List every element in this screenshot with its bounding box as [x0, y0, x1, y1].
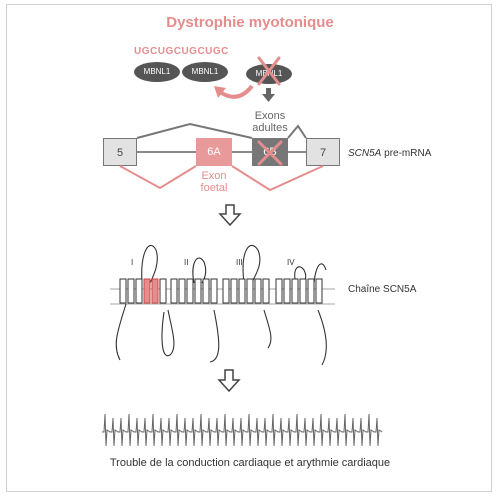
membrane-segment-d2-s5	[202, 278, 210, 304]
membrane-segment-d3-s5	[254, 278, 262, 304]
domain-ii-label: II	[184, 258, 189, 267]
figure-frame	[6, 4, 492, 492]
outcome-caption: Trouble de la conduction cardiaque et ar…	[109, 457, 391, 469]
hollow-down-arrow-icon	[218, 204, 242, 227]
exon-5: 5	[103, 138, 137, 166]
membrane-segment-d2-s6	[210, 278, 218, 304]
membrane-segment-d1-s3	[135, 278, 143, 304]
membrane-segment-d3-s2	[230, 278, 238, 304]
membrane-segment-d2-s3	[186, 278, 194, 304]
membrane-segment-d2-s2	[178, 278, 186, 304]
figure-title: Dystrophie myotonique	[166, 14, 334, 31]
x-mark-icon	[257, 140, 283, 166]
membrane-segment-d1-s4	[143, 278, 151, 304]
membrane-segment-d2-s1	[170, 278, 178, 304]
membrane-segment-d4-s3	[291, 278, 299, 304]
mbnl1-protein-1: MBNL1	[134, 62, 180, 82]
x-mark-icon	[257, 56, 281, 86]
membrane-segment-d4-s2	[283, 278, 291, 304]
mbnl1-protein-2: MBNL1	[182, 62, 228, 82]
mbnl1-protein-free: MBNL1	[246, 64, 292, 84]
membrane-segment-d4-s6	[315, 278, 323, 304]
adult-splice-2	[287, 124, 307, 139]
pre-mrna-label: SCN5A pre-mRNA	[348, 148, 432, 159]
membrane-segment-d1-s6	[159, 278, 167, 304]
adult-splice-1	[136, 122, 253, 139]
ecg-trace	[102, 413, 383, 447]
membrane-segment-d3-s4	[246, 278, 254, 304]
membrane-segment-d4-s1	[275, 278, 283, 304]
membrane-segment-d4-s4	[299, 278, 307, 304]
membrane-segment-d2-s4	[194, 278, 202, 304]
adult-exons-label: Exons adultes	[252, 110, 288, 134]
domain-i-label: I	[131, 258, 134, 267]
domain-iii-label: III	[236, 258, 243, 267]
membrane-segment-d3-s6	[262, 278, 270, 304]
domain-iv-label: IV	[287, 258, 295, 267]
hollow-down-arrow-icon	[217, 369, 241, 393]
repeat-sequence: UGCUGCUGCUGC	[134, 46, 229, 57]
down-arrow-icon	[262, 88, 275, 102]
membrane-segment-d3-s1	[222, 278, 230, 304]
membrane-segment-d4-s5	[307, 278, 315, 304]
membrane-segment-d1-s1	[119, 278, 127, 304]
exon-6a: 6A	[196, 138, 232, 166]
membrane-segment-d3-s3	[238, 278, 246, 304]
membrane-segment-d1-s2	[127, 278, 135, 304]
fetal-splice-1	[119, 165, 197, 190]
membrane-segment-d1-s5	[151, 278, 159, 304]
curved-arrow-icon	[214, 84, 254, 99]
exon-7: 7	[306, 138, 340, 166]
scn5a-chain-label: Chaîne SCN5A	[348, 284, 417, 295]
fetal-exon-label: Exon foetal	[200, 170, 228, 194]
fetal-splice-2	[231, 165, 324, 192]
